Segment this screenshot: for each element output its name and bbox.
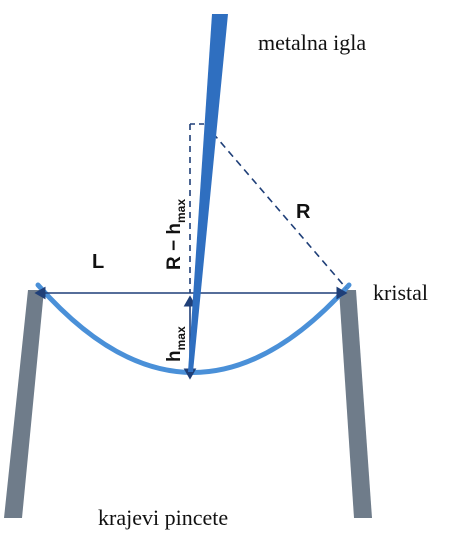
half-span-label: L bbox=[92, 251, 104, 273]
svg-text:hmax: hmax bbox=[164, 326, 188, 362]
offset-label: R − hmax bbox=[164, 199, 188, 270]
radius-dashed-line bbox=[204, 123, 347, 289]
depth-label-main: h bbox=[164, 350, 185, 362]
crystal-label: kristal bbox=[373, 280, 428, 305]
metal-needle bbox=[188, 14, 228, 372]
depth-label-sub: max bbox=[174, 326, 188, 350]
radius-label: R bbox=[296, 201, 311, 223]
needle-label: metalna igla bbox=[258, 30, 366, 55]
depth-label: hmax bbox=[164, 326, 188, 362]
tweezer-left bbox=[4, 290, 44, 518]
offset-label-sub: max bbox=[174, 199, 188, 223]
svg-text:R − hmax: R − hmax bbox=[164, 199, 188, 270]
tweezer-right bbox=[339, 290, 372, 518]
tweezers-label: krajevi pincete bbox=[98, 505, 228, 530]
offset-label-main: R − h bbox=[164, 223, 185, 270]
